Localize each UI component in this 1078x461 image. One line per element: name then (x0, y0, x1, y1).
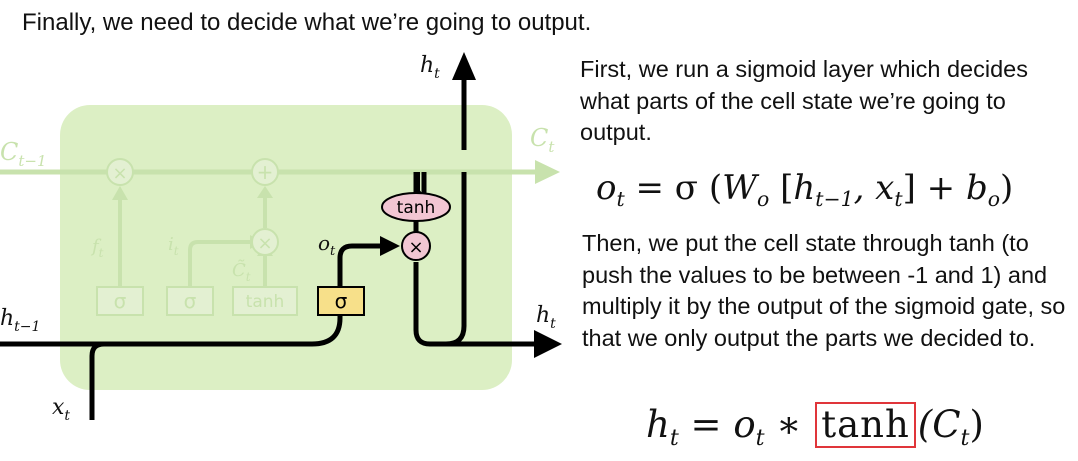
output-multiply-op (401, 231, 431, 261)
output-multiply-symbol: × (408, 237, 423, 258)
label-h-prev: ht−1 (0, 306, 40, 335)
output-gate-box (317, 286, 365, 316)
tanh-op-label: tanh (397, 198, 436, 218)
output-gate-arrowhead (380, 236, 400, 256)
label-i: it (168, 234, 179, 258)
cell-add-symbol: + (257, 160, 274, 184)
label-c-t: Ct (530, 124, 555, 156)
h-out-right-arrowhead (534, 330, 562, 358)
h-out-top-arrowhead (452, 52, 476, 80)
cell-state-arrowhead (535, 160, 560, 184)
active-flow (0, 80, 536, 420)
label-o: ot (318, 231, 336, 259)
candidate-gate-box (232, 286, 298, 316)
slide-heading: Finally, we need to decide what we’re go… (22, 9, 592, 36)
forget-gate-box (96, 286, 144, 316)
output-gate-label: σ (335, 289, 348, 313)
input-gate-label: σ (184, 289, 197, 313)
tanh-highlight-box: tanh (815, 402, 916, 448)
label-h-top: ht (420, 53, 440, 82)
forget-multiply-op (106, 158, 134, 186)
hidden-state-equation: ht = ot ∗ tanh(Ct) (646, 402, 984, 451)
tanh-op (381, 192, 451, 222)
explanation-paragraph-2: Then, we put the cell state through tanh… (582, 230, 1066, 351)
label-x: xt (52, 395, 70, 424)
forget-multiply-symbol: × (112, 163, 127, 184)
input-multiply-symbol: × (257, 233, 272, 254)
label-h-right: ht (536, 303, 556, 332)
candidate-gate-label: tanh (246, 292, 285, 312)
cell-add-op (251, 158, 279, 186)
input-gate-box (166, 286, 214, 316)
forget-gate-label: σ (114, 289, 127, 313)
cell-body (60, 105, 512, 390)
input-multiply-op (251, 228, 279, 256)
lstm-diagram: × + × σ σ tanh Ct−1 Ct ft it C̃t σ tanh … (0, 52, 562, 424)
label-ctilde: C̃t (232, 259, 251, 284)
output-gate-equation: ot = σ (Wo [ht−1, xt] + bo) (596, 168, 1014, 212)
label-c-prev: Ct−1 (0, 138, 47, 170)
explanation-paragraph-1: First, we run a sigmoid layer which deci… (580, 56, 1028, 145)
